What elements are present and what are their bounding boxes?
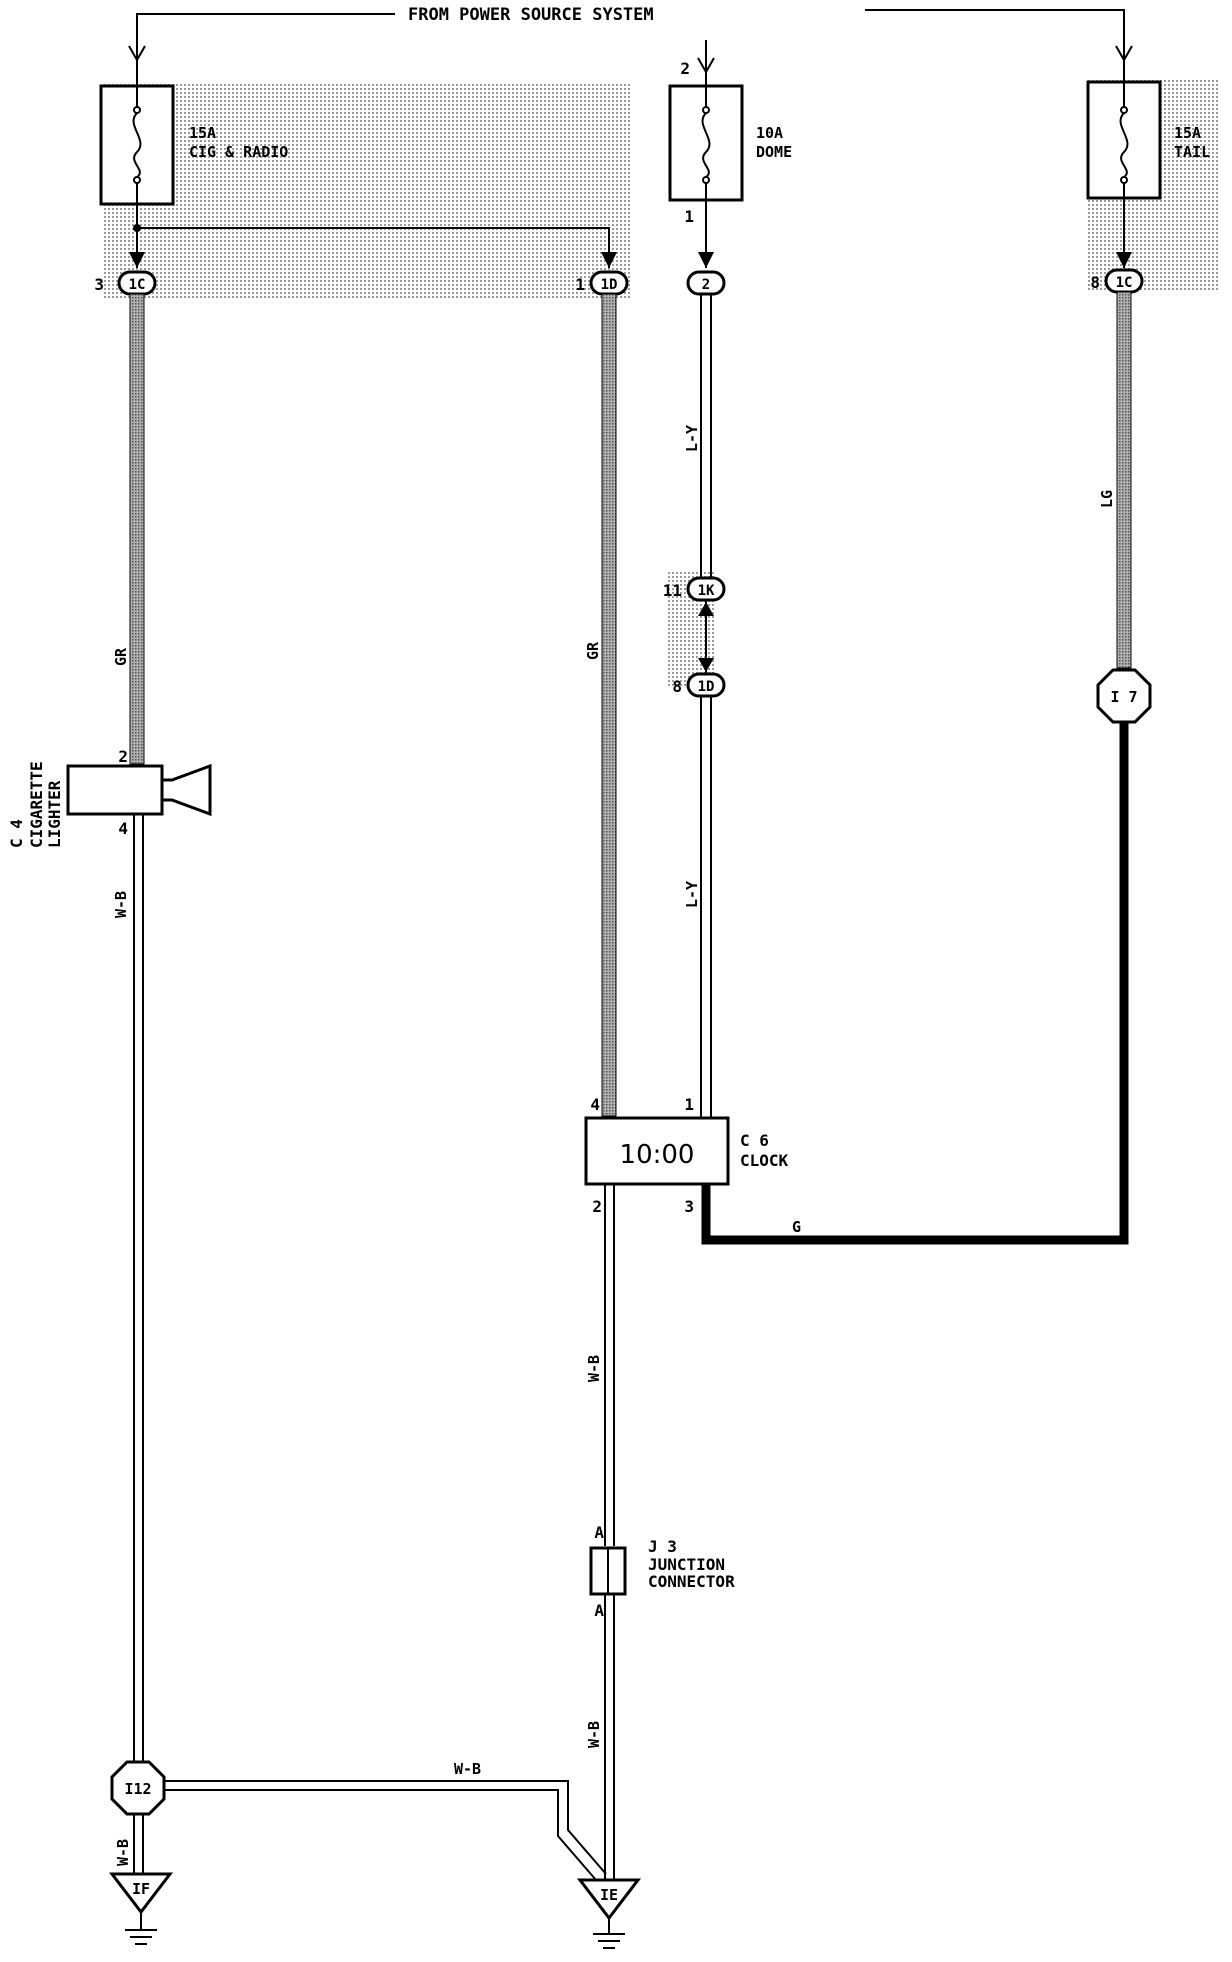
clock-name: CLOCK bbox=[740, 1151, 789, 1170]
arrow-down-icon bbox=[698, 252, 714, 268]
fuse-name: DOME bbox=[756, 143, 792, 161]
wire-wb-horizontal bbox=[164, 1780, 607, 1881]
wire-label: W-B bbox=[585, 1721, 603, 1748]
junction-id: J 3 bbox=[648, 1537, 677, 1556]
lighter-name-line2: LIGHTER bbox=[45, 780, 64, 848]
connector-1k: 1K 11 bbox=[663, 576, 726, 602]
ground-icon bbox=[125, 1929, 157, 1945]
wire-label: W-B bbox=[112, 891, 130, 918]
wire-lg bbox=[1116, 291, 1132, 669]
arrow-up-icon bbox=[698, 602, 714, 616]
wire-wb-junction bbox=[604, 1594, 615, 1880]
clock-pin-3: 3 bbox=[684, 1197, 694, 1216]
cigarette-lighter: 2 4 C 4 CIGARETTE LIGHTER bbox=[7, 747, 212, 848]
junction-name-line2: CONNECTOR bbox=[648, 1572, 735, 1591]
wire-label: W-B bbox=[114, 1839, 132, 1866]
wire-label: G bbox=[792, 1218, 801, 1236]
junction-connector: A A J 3 JUNCTION CONNECTOR bbox=[589, 1523, 735, 1620]
clock-display: 10:00 bbox=[620, 1140, 695, 1170]
ground-label: IE bbox=[600, 1886, 618, 1904]
connector-code: 1C bbox=[129, 277, 146, 293]
connector-1d-mid: 1D 1 bbox=[575, 270, 629, 296]
connector-code: 1C bbox=[1116, 275, 1133, 291]
wire-label: W-B bbox=[585, 1355, 603, 1382]
connection-arrows bbox=[698, 600, 714, 674]
ground-if: IF bbox=[108, 1872, 174, 1945]
lighter-pin-bottom: 4 bbox=[118, 819, 128, 838]
clock-pin-4: 4 bbox=[590, 1095, 600, 1114]
wire-label: W-B bbox=[454, 1760, 481, 1778]
wire-wb-clock bbox=[604, 1184, 615, 1546]
wire-label: L-Y bbox=[683, 881, 701, 908]
splice-label: I 7 bbox=[1110, 688, 1137, 706]
wire-gr-mid bbox=[601, 293, 617, 1117]
arrow-down-icon bbox=[1116, 252, 1132, 268]
wire-label: GR bbox=[112, 647, 130, 666]
wire-label: LG bbox=[1098, 490, 1116, 508]
connector-pin: 1 bbox=[575, 275, 585, 294]
wire-ly-bottom bbox=[700, 696, 712, 1118]
connector-1c-left: 1C 3 bbox=[94, 270, 157, 296]
splice-i7: I 7 bbox=[1096, 668, 1152, 724]
power-source-label: FROM POWER SOURCE SYSTEM bbox=[408, 5, 654, 25]
wire-wb-ground bbox=[133, 1814, 144, 1874]
dome-pin-top: 2 bbox=[680, 59, 690, 78]
arrow-down-icon bbox=[129, 252, 145, 268]
wire-label: L-Y bbox=[683, 425, 701, 452]
connector-code: 1D bbox=[601, 277, 618, 293]
connector-2: 2 bbox=[686, 270, 726, 296]
fuse-tail: 15A TAIL bbox=[1086, 60, 1210, 268]
arrow-down-icon bbox=[601, 252, 617, 268]
ground-ie: IE bbox=[576, 1878, 642, 1949]
fuse-name: TAIL bbox=[1174, 143, 1210, 161]
splice-label: I12 bbox=[124, 1780, 151, 1798]
wire-label: GR bbox=[584, 641, 602, 660]
clock-id: C 6 bbox=[740, 1131, 769, 1150]
fuse-rating: 10A bbox=[756, 124, 783, 142]
power-source-header: FROM POWER SOURCE SYSTEM bbox=[128, 5, 1133, 63]
wire-wb-lighter bbox=[133, 814, 144, 1762]
junction-block-shade-left bbox=[102, 82, 630, 300]
junction-name-line1: JUNCTION bbox=[648, 1555, 725, 1574]
ground-label: IF bbox=[132, 1880, 150, 1898]
connector-pin: 11 bbox=[663, 581, 682, 600]
fuse-rating: 15A bbox=[1174, 124, 1201, 142]
connector-code: 1D bbox=[698, 679, 715, 695]
clock-pin-1: 1 bbox=[684, 1095, 694, 1114]
connector-code: 1K bbox=[698, 583, 715, 599]
arrow-down-icon bbox=[697, 57, 715, 75]
lighter-name-line1: CIGARETTE bbox=[27, 761, 46, 848]
wire-ly-top bbox=[700, 294, 712, 578]
connector-pin: 3 bbox=[94, 275, 104, 294]
splice-i12: I12 bbox=[110, 1760, 166, 1816]
fuse-dome: 2 1 10A DOME bbox=[668, 40, 792, 268]
arrow-down-icon bbox=[698, 658, 714, 672]
connector-1c-tail: 1C 8 bbox=[1090, 268, 1144, 294]
junction-pin-bottom: A bbox=[594, 1601, 604, 1620]
wire-gr-left bbox=[129, 293, 145, 765]
fuse-rating: 15A bbox=[189, 124, 216, 142]
junction-pin-top: A bbox=[594, 1523, 604, 1542]
connector-pin: 8 bbox=[672, 677, 682, 696]
connector-1d-dome: 1D 8 bbox=[672, 672, 726, 698]
dome-pin-bottom: 1 bbox=[684, 207, 694, 226]
fuse-name: CIG & RADIO bbox=[189, 143, 288, 161]
clock-pin-2: 2 bbox=[592, 1197, 602, 1216]
clock: 10:00 4 1 2 3 C 6 CLOCK bbox=[584, 1095, 789, 1216]
connector-pin: 8 bbox=[1090, 273, 1100, 292]
lighter-id: C 4 bbox=[7, 819, 26, 848]
lighter-pin-top: 2 bbox=[118, 747, 128, 766]
fuse-cig-radio: 15A CIG & RADIO bbox=[99, 60, 288, 228]
wire-g bbox=[701, 722, 1129, 1245]
connector-code: 2 bbox=[702, 277, 710, 293]
ground-icon bbox=[593, 1933, 625, 1949]
